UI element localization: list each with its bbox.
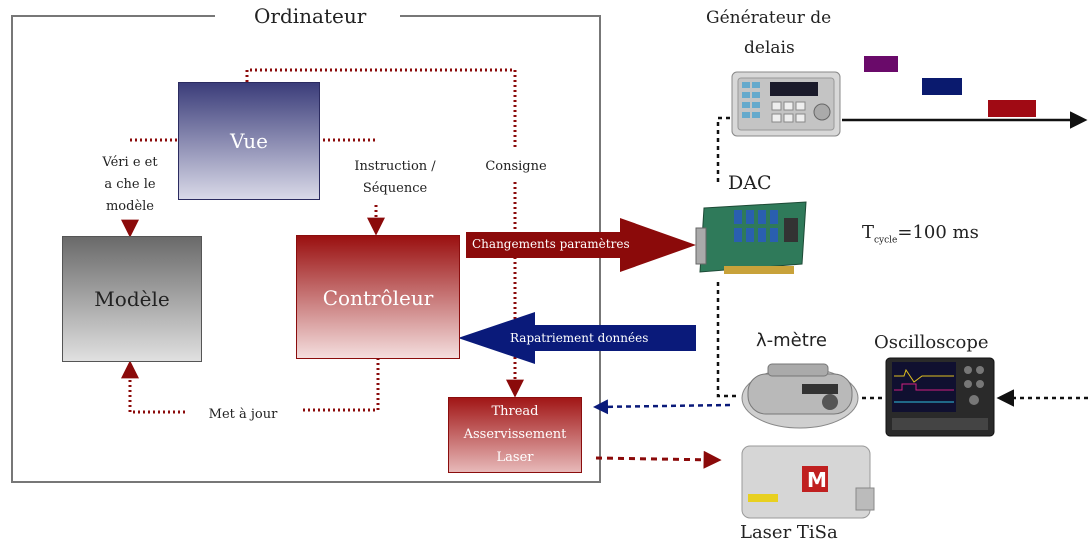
lambda-label: λ-mètre — [756, 330, 827, 351]
frame-title: Ordinateur — [254, 4, 367, 28]
arrow-changements — [466, 218, 696, 272]
dac-device-icon — [695, 201, 807, 274]
rapatriement-label: Rapatriement données — [510, 331, 649, 345]
changements-label: Changements paramètres — [472, 237, 630, 251]
tcycle-main: T — [862, 222, 875, 243]
generateur-device-icon — [731, 71, 841, 137]
controleur-box: Contrôleur — [296, 235, 460, 359]
dac-label: DAC — [728, 172, 772, 194]
pulse-1 — [864, 56, 898, 72]
thread-label-2: Asservissement — [463, 427, 567, 442]
arrow-rapatriement — [458, 312, 696, 364]
modele-box: Modèle — [62, 236, 202, 362]
consigne-label: Consigne — [485, 156, 547, 178]
controleur-label: Contrôleur — [322, 286, 434, 310]
laser-label: Laser TiSa — [740, 522, 838, 543]
verifie-label-3: modèle — [105, 199, 155, 214]
modele-label: Modèle — [94, 287, 170, 311]
vue-box: Vue — [178, 82, 320, 200]
link-ctrl-met — [300, 358, 380, 412]
oscilloscope-label: Oscilloscope — [874, 332, 989, 353]
link-dac-lambda — [716, 282, 738, 398]
met-a-jour-label: Met à jour — [208, 407, 278, 422]
svg-text:M: M — [807, 468, 827, 492]
tcycle-sub: cycle — [874, 235, 898, 246]
lambda-meter-device-icon — [741, 363, 859, 429]
instruction-label-1: Instruction / — [354, 159, 436, 174]
generateur-label-1: Générateur de — [706, 8, 832, 28]
generateur-label-2: delais — [744, 38, 795, 58]
thread-box: Thread Asservissement Laser — [448, 397, 582, 473]
link-gen-dac — [716, 116, 730, 185]
pulse-2 — [922, 78, 962, 95]
verifie-label-2: a che le — [104, 177, 156, 192]
verifie-label-1: Véri e et — [102, 155, 158, 170]
vue-label: Vue — [230, 129, 268, 153]
link-met-modele — [121, 360, 185, 414]
thread-label-3: Laser — [496, 450, 534, 465]
laser-device-icon: M — [741, 445, 875, 519]
link-vue-consigne — [245, 68, 517, 150]
frame-ordinateur — [11, 15, 601, 483]
instruction-label-2: Séquence — [362, 181, 428, 196]
oscilloscope-device-icon — [885, 357, 995, 437]
tcycle-label: Tcycle=100 ms — [862, 222, 979, 246]
link-thread-laser — [595, 450, 722, 469]
thread-label-1: Thread — [491, 404, 539, 419]
tcycle-value: =100 ms — [897, 222, 979, 243]
pulse-3 — [988, 100, 1036, 117]
link-lambda-thread — [593, 399, 731, 415]
